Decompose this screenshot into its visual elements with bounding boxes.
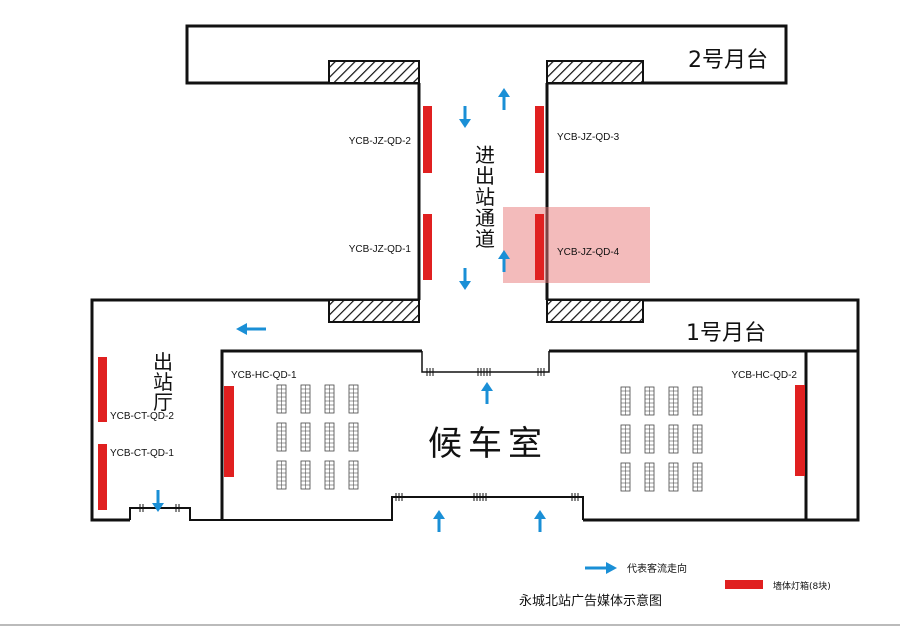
ad-label-hc-qd-2: YCB-HC-QD-2 (731, 370, 797, 381)
seating-left (276, 384, 359, 490)
platform-2: 2号月台 (185, 24, 788, 85)
flow-arrow-icon (457, 104, 473, 130)
passage-char: 进 (475, 143, 495, 167)
exit-hall-label: 出 站 厅 (153, 350, 173, 414)
seating-right (620, 386, 703, 492)
ad-label-hc-qd-1: YCB-HC-QD-1 (231, 370, 297, 381)
ad-label-ct-qd-1: YCB-CT-QD-1 (110, 448, 174, 459)
legend: 代表客流走向 墙体灯箱(8块) 永城北站广告媒体示意图 (519, 560, 831, 609)
platform-1: 1号月台 (90, 298, 860, 522)
passage-char: 出 (475, 164, 495, 188)
ad-label-jz-qd-3: YCB-JZ-QD-3 (557, 132, 620, 143)
ad-label-jz-qd-4: YCB-JZ-QD-4 (557, 247, 620, 258)
flow-arrow-icon (457, 266, 473, 292)
legend-flow-label: 代表客流走向 (627, 562, 687, 575)
stair-block (546, 299, 644, 323)
passage: YCB-JZ-QD-2 YCB-JZ-QD-1 YCB-JZ-QD-3 YCB-… (349, 83, 650, 300)
ad-label-jz-qd-1: YCB-JZ-QD-1 (349, 244, 412, 255)
lightbox-jz-qd-2 (423, 106, 432, 173)
exit-hall: YCB-CT-QD-2 YCB-CT-QD-1 出 站 厅 (98, 350, 222, 521)
lightbox-jz-qd-1 (423, 214, 432, 280)
stair-block (328, 299, 420, 323)
legend-lightbox-label: 墙体灯箱(8块) (773, 580, 831, 592)
lightbox-ct-qd-2 (98, 357, 107, 422)
flow-arrow-icon (583, 560, 619, 576)
legend-lightbox-swatch (725, 580, 763, 589)
stair-block (328, 60, 420, 84)
platform-1-label: 1号月台 (686, 321, 766, 346)
exit-hall-char: 站 (153, 370, 173, 394)
flow-arrow-icon (496, 86, 512, 112)
lightbox-ct-qd-1 (98, 444, 107, 510)
lightbox-jz-qd-3 (535, 106, 544, 173)
diagram-caption: 永城北站广告媒体示意图 (519, 593, 662, 609)
exit-hall-char: 厅 (153, 390, 173, 414)
ad-label-jz-qd-2: YCB-JZ-QD-2 (349, 136, 412, 147)
flow-arrow-icon (234, 321, 268, 337)
platform-2-label: 2号月台 (688, 48, 768, 73)
lightbox-hc-qd-2 (795, 385, 805, 476)
passage-char: 通 (475, 206, 495, 230)
passage-label: 进 出 站 通 道 (475, 143, 495, 251)
lightbox-jz-qd-4 (535, 214, 544, 280)
lightbox-hc-qd-1 (224, 386, 234, 477)
stair-block (546, 60, 644, 84)
passage-char: 站 (475, 185, 495, 209)
flow-arrow-icon (479, 380, 495, 406)
passage-char: 道 (475, 227, 495, 251)
ad-label-ct-qd-2: YCB-CT-QD-2 (110, 411, 174, 422)
flow-arrow-icon (431, 508, 447, 534)
exit-hall-char: 出 (153, 350, 173, 374)
waiting-room: YCB-HC-QD-1 YCB-HC-QD-2 候车室 (220, 349, 858, 534)
highlight-area (503, 207, 650, 283)
waiting-room-label: 候车室 (428, 424, 548, 464)
flow-arrow-icon (532, 508, 548, 534)
